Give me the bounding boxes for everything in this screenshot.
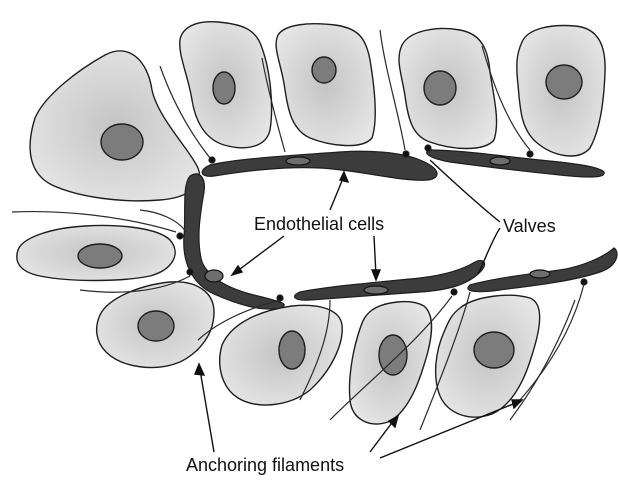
cell-nucleus: [474, 332, 514, 368]
valves-label: Valves: [503, 217, 556, 235]
cell-nucleus: [279, 331, 305, 369]
cell-junction: [527, 151, 533, 157]
endothelial-nucleus: [364, 286, 388, 294]
cell-junction: [425, 145, 431, 151]
cell-nucleus: [546, 65, 582, 99]
tissue-cell: [17, 226, 175, 281]
tissue-cell: [97, 282, 214, 368]
cell-nucleus: [213, 72, 235, 104]
cell-junction: [187, 269, 193, 275]
endothelial-cells-label: Endothelial cells: [254, 215, 384, 233]
cell-nucleus: [138, 311, 174, 341]
cell-nucleus: [424, 71, 456, 105]
anchoring-filaments-label: Anchoring filaments: [186, 456, 344, 474]
tissue-cell: [276, 24, 375, 146]
tissue-cell: [180, 22, 272, 148]
endothelial-nucleus: [205, 270, 223, 282]
endothelial-cell: [202, 151, 437, 180]
tissue-cell: [436, 295, 540, 417]
cell-junction: [451, 289, 457, 295]
endothelial-nucleus: [530, 270, 550, 278]
cell-nucleus: [101, 124, 143, 160]
tissue-cell: [30, 51, 200, 201]
cell-junction: [403, 151, 409, 157]
cell-nucleus: [312, 57, 336, 83]
tissue-cell: [517, 26, 605, 156]
endothelial-nucleus: [286, 157, 310, 165]
tissue-cell: [220, 305, 342, 405]
cell-junction: [177, 233, 183, 239]
cell-nucleus: [78, 244, 122, 268]
endothelial-nucleus: [490, 157, 510, 165]
